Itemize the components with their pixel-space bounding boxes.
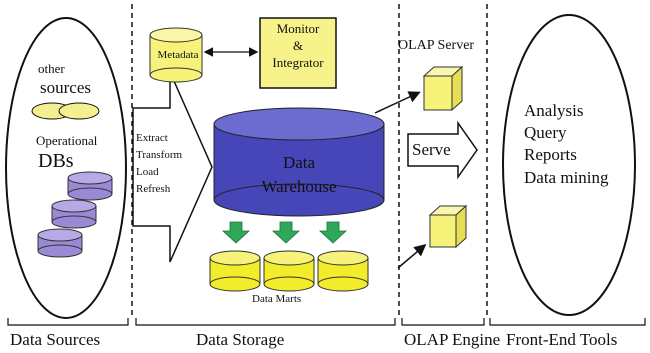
olap-cube-bottom <box>428 204 468 249</box>
data-mart-cylinder-1 <box>209 250 261 292</box>
tool-analysis: Analysis <box>524 101 584 120</box>
bracket-front-end-tools <box>489 318 646 326</box>
tool-data-mining: Data mining <box>524 168 609 187</box>
front-end-tools-ellipse <box>502 14 636 316</box>
other-label: other <box>38 61 65 76</box>
section-data-sources: Data Sources <box>10 330 101 349</box>
warehouse-label-line1: Data <box>282 153 316 172</box>
section-olap-engine: OLAP Engine <box>404 330 501 349</box>
green-arrow-3 <box>318 221 348 244</box>
operational-db-cylinder-3 <box>37 228 83 258</box>
warehouse-label-line2: Warehouse <box>261 177 337 196</box>
serve-block-arrow <box>407 120 478 180</box>
section-front-end-tools: Front-End Tools <box>506 330 618 349</box>
data-marts-label: Data Marts <box>252 293 302 305</box>
serve-label: Serve <box>412 140 451 159</box>
data-sources-ellipse <box>5 17 127 319</box>
section-data-storage: Data Storage <box>196 330 285 349</box>
olap-cube-top <box>422 65 464 112</box>
etl-refresh-label: Refresh <box>136 183 171 195</box>
bracket-data-sources <box>7 318 129 326</box>
etl-transform-label: Transform <box>136 149 183 161</box>
etl-load-label: Load <box>136 166 159 178</box>
monitor-label: Monitor <box>276 21 320 36</box>
data-warehouse-cylinder <box>213 107 385 217</box>
warehouse-to-cube-top-arrow <box>374 91 421 114</box>
data-mart-cylinder-2 <box>263 250 315 292</box>
other-source-oval-2 <box>58 102 100 120</box>
bracket-data-storage <box>135 318 396 326</box>
operational-db-cylinder-1 <box>67 171 113 201</box>
tool-query: Query <box>524 123 567 142</box>
olap-server-label: OLAP Server <box>398 38 475 53</box>
integrator-label: Integrator <box>272 55 324 70</box>
green-arrow-2 <box>271 221 301 244</box>
bracket-olap-engine <box>401 318 485 326</box>
operational-label: Operational <box>36 133 98 148</box>
sources-label: sources <box>40 78 91 97</box>
green-arrow-1 <box>221 221 251 244</box>
ampersand-label: & <box>292 38 304 53</box>
monitor-integrator-box <box>259 17 337 89</box>
etl-block-arrow <box>132 71 213 263</box>
metadata-label: Metadata <box>157 49 199 61</box>
data-mart-cylinder-3 <box>317 250 369 292</box>
tool-reports: Reports <box>524 145 577 164</box>
metadata-cylinder <box>149 27 203 83</box>
dbs-label: DBs <box>38 150 74 172</box>
operational-db-cylinder-2 <box>51 199 97 229</box>
warehouse-to-cube-bottom-arrow <box>397 244 427 269</box>
etl-extract-label: Extract <box>136 132 168 144</box>
